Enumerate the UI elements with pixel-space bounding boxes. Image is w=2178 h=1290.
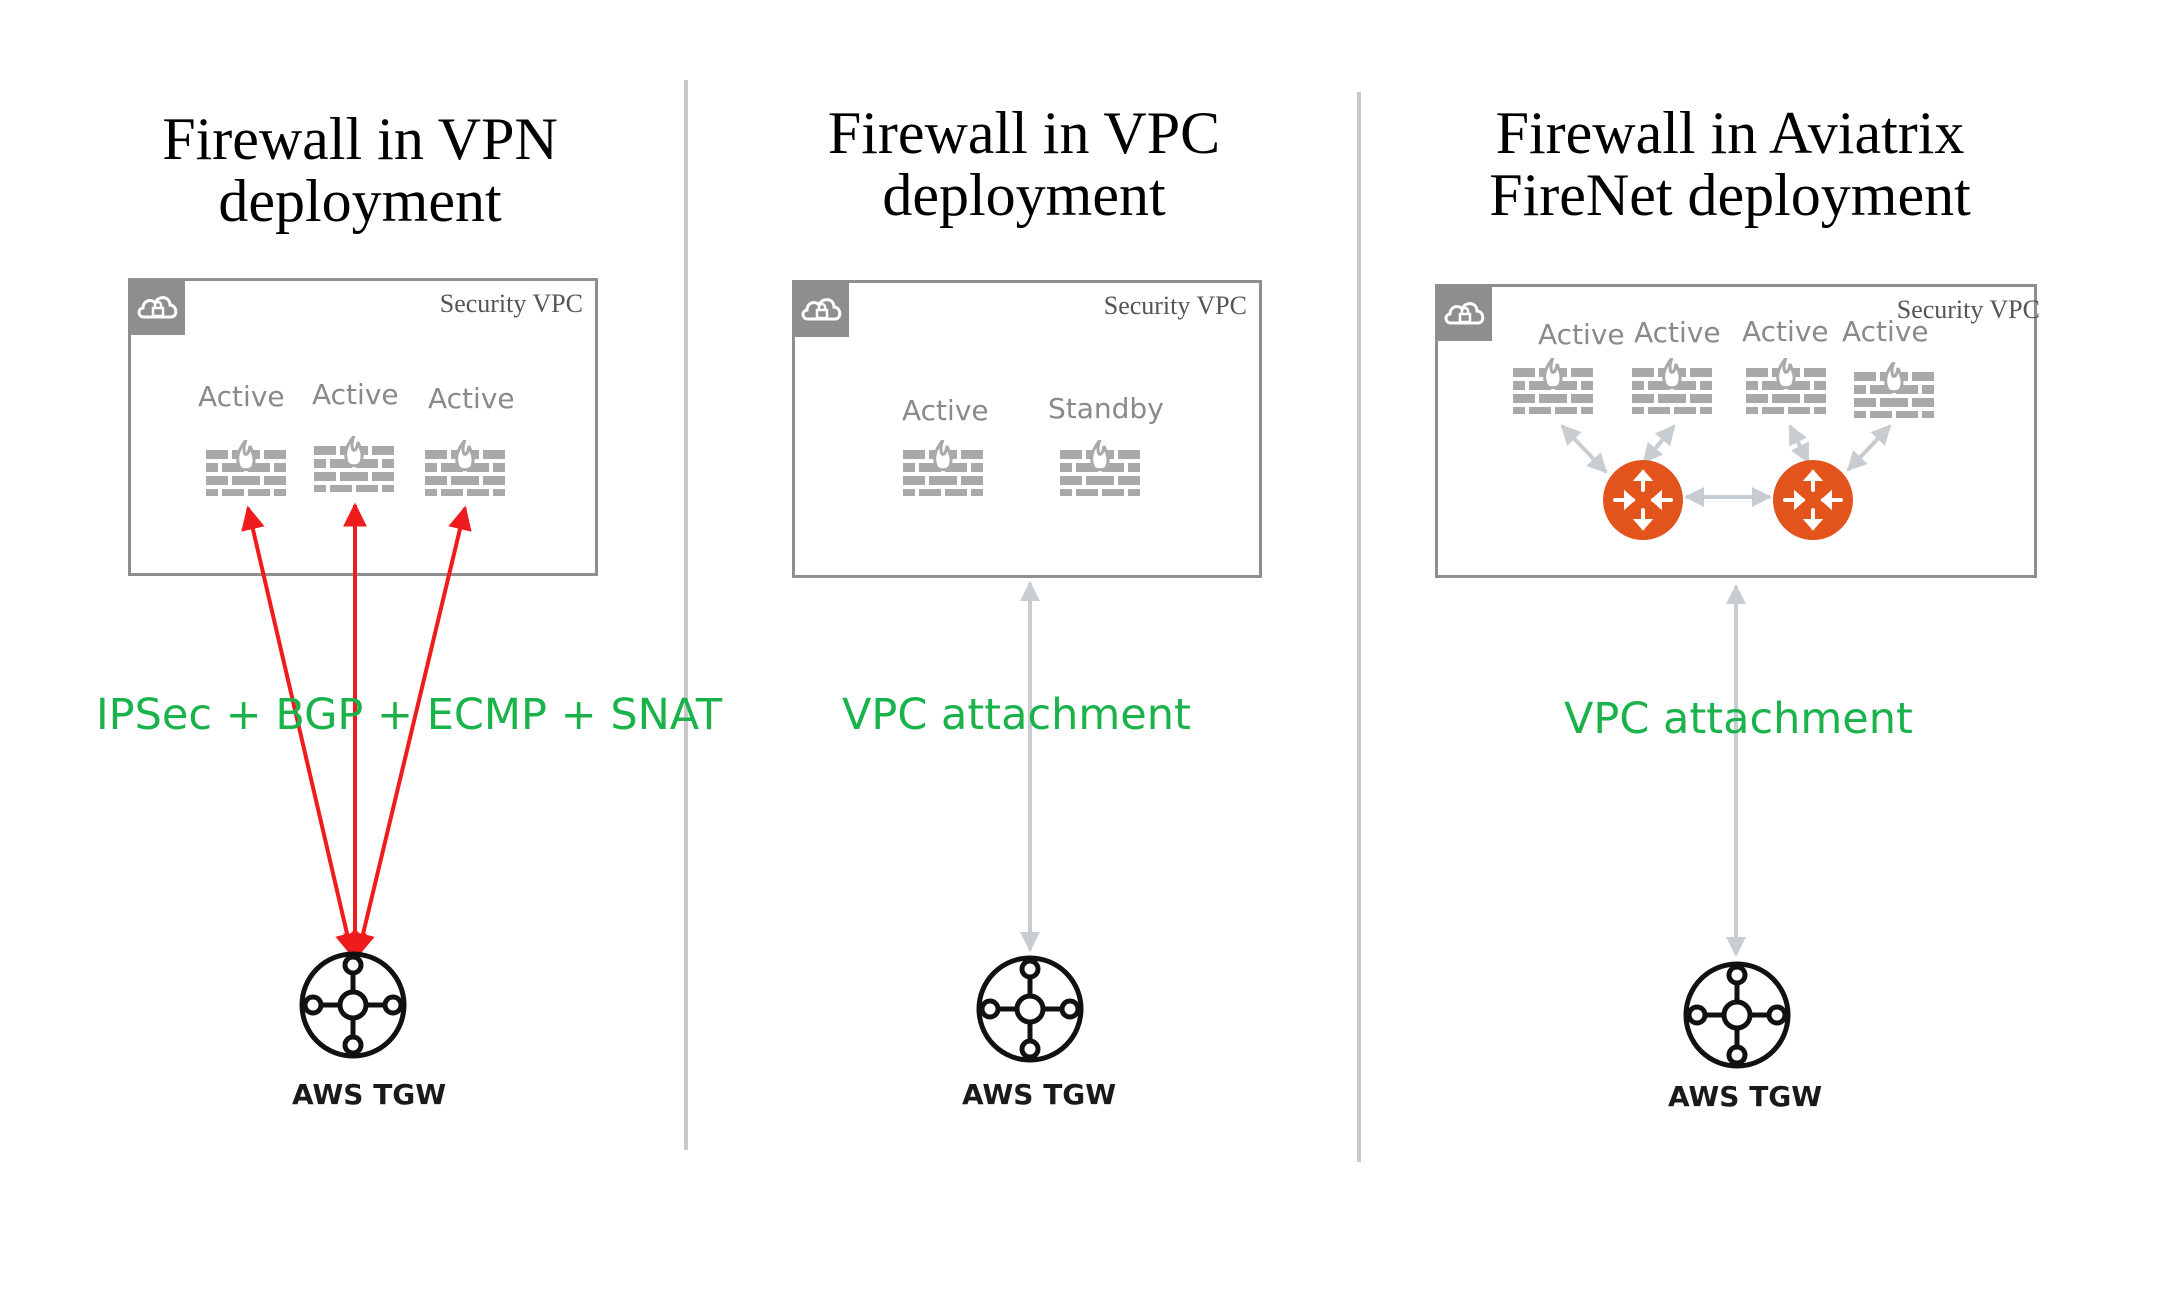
vpc-badge xyxy=(1438,287,1492,341)
tgw-icon xyxy=(1682,960,1792,1070)
firewall-label-3: Active xyxy=(428,382,515,415)
title-line1: Firewall in Aviatrix xyxy=(1495,100,1965,166)
aviatrix-gateway-icon xyxy=(1603,460,1683,540)
firewall-label-standby: Standby xyxy=(1048,392,1164,425)
divider-left xyxy=(684,80,688,1150)
gateway-links xyxy=(1560,424,1892,957)
firewall-label-2: Active xyxy=(312,378,399,411)
vpc-label: Security VPC xyxy=(1103,291,1247,320)
red-arrow-1 xyxy=(241,505,359,958)
divider-right xyxy=(1357,92,1361,1162)
firewall-label-1: Active xyxy=(1538,318,1625,351)
firewall-label-1: Active xyxy=(198,380,285,413)
vpc-badge xyxy=(131,281,185,335)
tgw-label: AWS TGW xyxy=(962,1078,1117,1111)
firewall-label-3: Active xyxy=(1742,315,1829,348)
security-vpc-box: Security VPC xyxy=(792,280,1262,578)
vpc-badge xyxy=(795,283,849,337)
vpc-attachment-arrow xyxy=(1020,581,1040,952)
title-line2: deployment xyxy=(218,168,502,234)
connection-label: VPC attachment xyxy=(842,690,1191,740)
aviatrix-gateway-icon xyxy=(1773,460,1853,540)
panel-title: Firewall in VPN deployment xyxy=(60,108,660,232)
vpc-label: Security VPC xyxy=(1896,295,2040,324)
security-vpc-box: Security VPC xyxy=(1435,284,2040,578)
firewall-label-active: Active xyxy=(902,394,989,427)
tgw-label: AWS TGW xyxy=(1668,1080,1823,1113)
panel-title: Firewall in VPC deployment xyxy=(724,102,1324,226)
connection-label: IPSec + BGP + ECMP + SNAT xyxy=(96,690,723,740)
title-line1: Firewall in VPN xyxy=(162,106,558,172)
red-arrow-3 xyxy=(351,505,472,958)
firewall-label-2: Active xyxy=(1634,316,1721,349)
panel-title: Firewall in Aviatrix FireNet deployment xyxy=(1430,102,2030,226)
title-line2: FireNet deployment xyxy=(1489,162,1971,228)
connection-arrows xyxy=(241,502,472,958)
firewall-label-4: Active xyxy=(1842,315,1929,348)
title-line2: deployment xyxy=(882,162,1166,228)
vpc-label: Security VPC xyxy=(439,289,583,318)
title-line1: Firewall in VPC xyxy=(827,100,1221,166)
connection-label: VPC attachment xyxy=(1564,694,1913,744)
tgw-label: AWS TGW xyxy=(292,1078,447,1111)
